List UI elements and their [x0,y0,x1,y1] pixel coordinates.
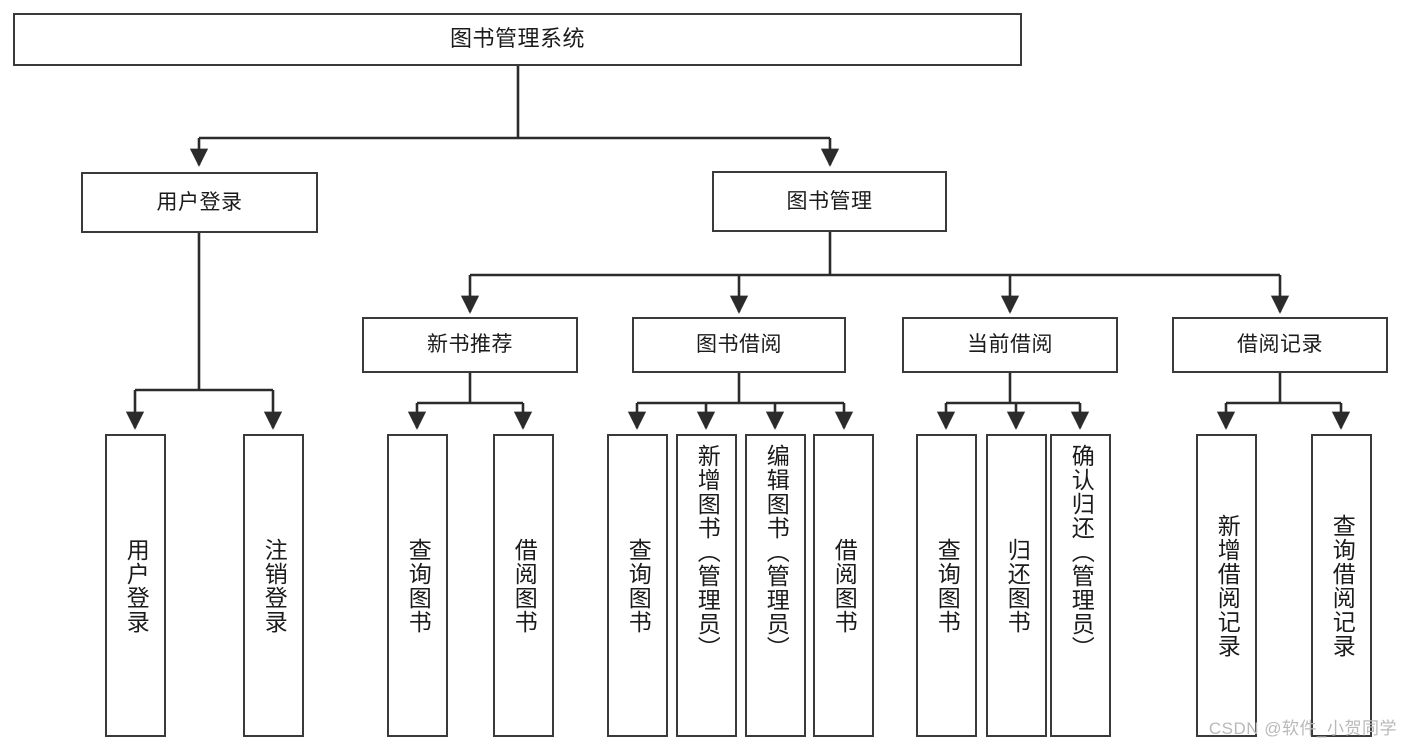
node-leaf-query-book-1-label: 查询图书 [405,537,432,634]
node-root[interactable]: 图书管理系统 [13,13,1022,66]
node-leaf-edit-book[interactable]: 编辑图书（管理员） [745,434,806,737]
node-borrow-record[interactable]: 借阅记录 [1172,317,1388,373]
node-root-label: 图书管理系统 [449,26,585,52]
node-user-login[interactable]: 用户登录 [81,172,318,233]
node-borrow-record-label: 借阅记录 [1237,333,1323,357]
node-leaf-add-record[interactable]: 新增借阅记录 [1196,434,1257,737]
node-leaf-query-book-2[interactable]: 查询图书 [607,434,668,737]
node-current-borrow-label: 当前借阅 [967,333,1053,357]
node-leaf-return-book[interactable]: 归还图书 [986,434,1047,737]
node-leaf-confirm-return-label: 确认归还（管理员） [1068,444,1095,660]
node-book-borrow-label: 图书借阅 [696,333,782,357]
node-leaf-query-record-label: 查询借阅记录 [1329,513,1356,658]
node-leaf-borrow-book-2[interactable]: 借阅图书 [813,434,874,737]
node-book-manage-label: 图书管理 [786,189,873,213]
node-leaf-query-record[interactable]: 查询借阅记录 [1311,434,1372,737]
node-leaf-add-record-label: 新增借阅记录 [1214,513,1241,658]
node-leaf-user-login[interactable]: 用户登录 [105,434,166,737]
node-leaf-add-book-label: 新增图书（管理员） [694,444,721,660]
node-leaf-query-book-3-label: 查询图书 [934,537,961,634]
node-current-borrow[interactable]: 当前借阅 [902,317,1118,373]
node-leaf-confirm-return[interactable]: 确认归还（管理员） [1050,434,1111,737]
node-leaf-add-book[interactable]: 新增图书（管理员） [676,434,737,737]
node-book-borrow[interactable]: 图书借阅 [632,317,846,373]
node-leaf-return-book-label: 归还图书 [1004,537,1031,634]
node-new-book-recommend[interactable]: 新书推荐 [362,317,578,373]
node-user-login-label: 用户登录 [156,190,243,214]
node-new-book-recommend-label: 新书推荐 [427,333,513,357]
node-leaf-borrow-book-2-label: 借阅图书 [831,537,858,634]
node-leaf-logout[interactable]: 注销登录 [243,434,304,737]
watermark: CSDN @软件_小贺同学 [1208,719,1397,738]
node-leaf-borrow-book-1[interactable]: 借阅图书 [493,434,554,737]
node-leaf-query-book-3[interactable]: 查询图书 [916,434,977,737]
node-leaf-logout-label: 注销登录 [261,537,288,634]
node-leaf-edit-book-label: 编辑图书（管理员） [763,444,790,660]
node-leaf-query-book-2-label: 查询图书 [625,537,652,634]
node-leaf-query-book-1[interactable]: 查询图书 [387,434,448,737]
node-leaf-borrow-book-1-label: 借阅图书 [511,537,538,634]
node-leaf-user-login-label: 用户登录 [123,537,150,634]
node-book-manage[interactable]: 图书管理 [712,171,947,232]
